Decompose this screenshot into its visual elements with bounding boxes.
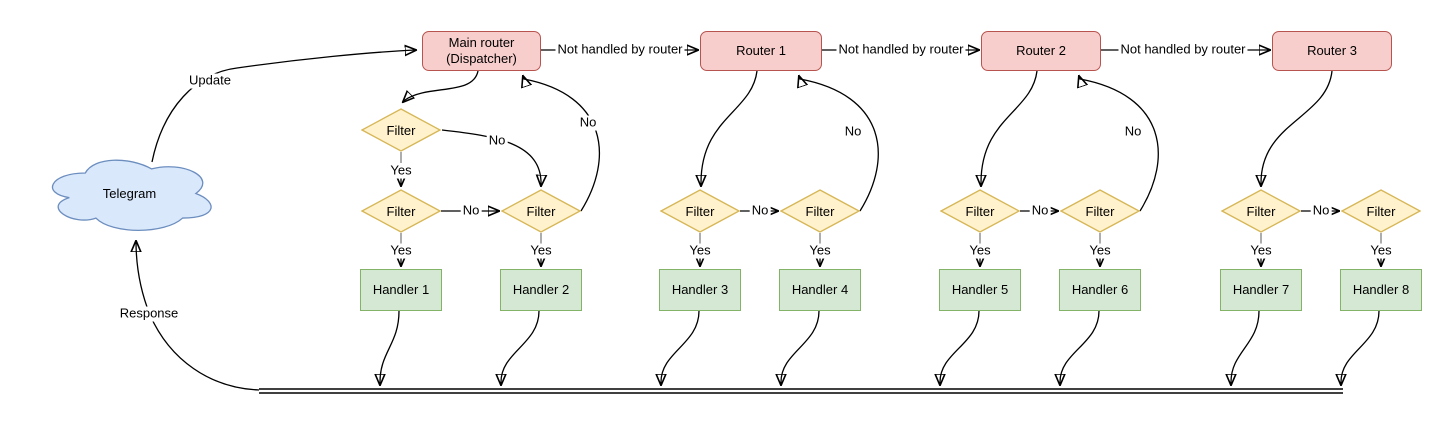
handler-5-box: Handler 5 [939, 269, 1021, 311]
filter-diamond-4: Filter [780, 189, 860, 233]
router-2-label: Router 2 [1016, 42, 1066, 58]
filter-diamond-0: Filter [361, 108, 441, 152]
no-label-filter0: No [486, 132, 508, 149]
filter-label: Filter [1246, 203, 1276, 219]
router-3-box: Router 3 [1272, 31, 1392, 71]
telegram-cloud: Telegram [40, 151, 219, 236]
edge-handler8-out [1341, 310, 1380, 385]
yes-label-7: Yes [1248, 242, 1274, 259]
filter-label: Filter [965, 203, 995, 219]
not-handled-label-2: Not handled by router [836, 41, 966, 58]
edge-handler2-out [501, 310, 540, 385]
no-label-return-dispatcher: No [577, 114, 599, 131]
filter-yes-stubs [400, 152, 1382, 244]
edge-handler3-out [661, 310, 700, 385]
not-handled-label-1: Not handled by router [555, 41, 685, 58]
edge-dispatcher-to-filter [403, 70, 479, 102]
edge-handler7-out [1231, 310, 1260, 385]
diamond-shape [1060, 189, 1140, 233]
edge-update [151, 50, 416, 163]
edge-response [136, 241, 260, 391]
main-router-label: Main router (Dispatcher) [446, 34, 517, 66]
handler-6-box: Handler 6 [1059, 269, 1141, 311]
update-label: Update [187, 72, 233, 89]
filter-diamond-7: Filter [1221, 189, 1301, 233]
handler-6-label: Handler 6 [1071, 281, 1129, 297]
filter-label: Filter [1366, 203, 1396, 219]
filter-label: Filter [805, 203, 835, 219]
diamond-shape [361, 108, 441, 152]
no-label-row-2: No [749, 202, 771, 219]
no-label-row-1: No [460, 202, 482, 219]
edge-filter0-no [441, 129, 541, 186]
filter-label: Filter [1085, 203, 1115, 219]
handler-3-box: Handler 3 [659, 269, 741, 311]
router-3-label: Router 3 [1307, 42, 1357, 58]
filter-diamond-3: Filter [660, 189, 740, 233]
edge-router3-to-filter [1261, 70, 1333, 186]
router-2-box: Router 2 [981, 31, 1101, 71]
cloud-shape [51, 159, 212, 231]
yes-label-2: Yes [528, 242, 554, 259]
edge-handler5-out [940, 310, 980, 385]
handler-1-label: Handler 1 [372, 281, 430, 297]
filter-label: Filter [685, 203, 715, 219]
handler-5-label: Handler 5 [951, 281, 1009, 297]
router-1-label: Router 1 [736, 42, 786, 58]
filter-diamond-1: Filter [361, 189, 441, 233]
diamond-shape [1341, 189, 1421, 233]
main-router-box: Main router (Dispatcher) [422, 31, 541, 71]
edge-filter4-no-return [799, 76, 879, 212]
yes-label-1: Yes [388, 242, 414, 259]
handler-8-label: Handler 8 [1352, 281, 1410, 297]
yes-label-6: Yes [1087, 242, 1113, 259]
diamond-shape [501, 189, 581, 233]
not-handled-label-3: Not handled by router [1118, 41, 1248, 58]
edge-handler1-out [380, 310, 400, 385]
filter-diamond-2: Filter [501, 189, 581, 233]
filter-diamond-5: Filter [940, 189, 1020, 233]
filter-label: Filter [386, 203, 416, 219]
no-label-row-3: No [1029, 202, 1051, 219]
diamond-shape [660, 189, 740, 233]
yes-label-5: Yes [967, 242, 993, 259]
handler-2-box: Handler 2 [500, 269, 582, 311]
handler-7-box: Handler 7 [1220, 269, 1302, 311]
edge-router1-to-filter [701, 70, 758, 186]
yes-label-3: Yes [687, 242, 713, 259]
filter-label: Filter [526, 203, 556, 219]
handler-1-box: Handler 1 [360, 269, 442, 311]
yes-label-8: Yes [1368, 242, 1394, 259]
filter-diamond-6: Filter [1060, 189, 1140, 233]
edge-handler6-out [1060, 310, 1100, 385]
handler-8-box: Handler 8 [1340, 269, 1422, 311]
handler-4-box: Handler 4 [779, 269, 861, 311]
handler-7-label: Handler 7 [1232, 281, 1290, 297]
diamond-shape [780, 189, 860, 233]
edge-handler4-out [781, 310, 820, 385]
diamond-shape [361, 189, 441, 233]
no-label-row-4: No [1310, 202, 1332, 219]
handler-3-label: Handler 3 [671, 281, 729, 297]
handler-4-label: Handler 4 [791, 281, 849, 297]
diamond-shape [940, 189, 1020, 233]
no-label-return-router1: No [842, 123, 864, 140]
router-1-box: Router 1 [700, 31, 822, 71]
yes-label-4: Yes [807, 242, 833, 259]
telegram-label: Telegram [102, 186, 157, 201]
response-label: Response [117, 305, 181, 322]
filter-label: Filter [386, 122, 416, 138]
edge-router2-to-filter [981, 70, 1038, 186]
handler-2-label: Handler 2 [512, 281, 570, 297]
diamond-shape [1221, 189, 1301, 233]
no-label-return-router2: No [1122, 123, 1144, 140]
yes-label-filter0: Yes [388, 162, 414, 179]
filter-diamond-8: Filter [1341, 189, 1421, 233]
edge-filter6-no-return [1079, 76, 1159, 212]
